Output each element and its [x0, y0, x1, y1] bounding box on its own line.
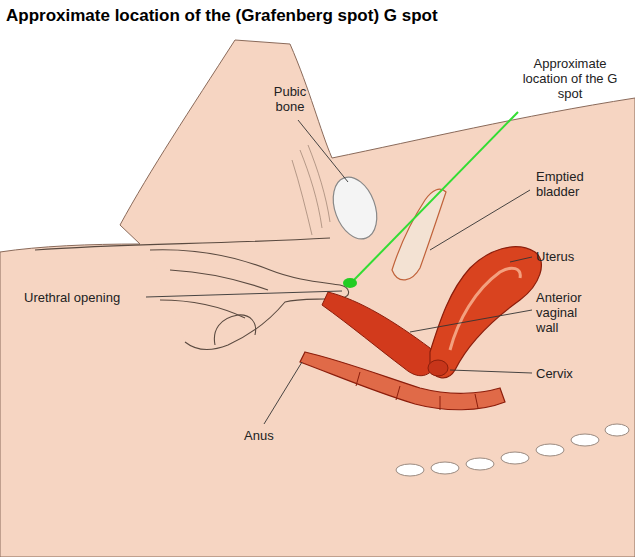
- uterus-cavity: [450, 268, 520, 350]
- rectum: [300, 352, 505, 410]
- g-spot-dot: [343, 278, 357, 288]
- part-label-slot: Pubic bone: [262, 84, 318, 114]
- part-label: Approximate location of the G spot: [520, 56, 620, 101]
- rectum-folds: [356, 372, 478, 410]
- cervix: [428, 360, 448, 376]
- thumb: [214, 315, 255, 345]
- g-spot-leader: [352, 112, 518, 282]
- part-label: Pubic bone: [262, 84, 318, 114]
- leader-lines: [146, 120, 532, 424]
- part-label: Emptied bladder: [536, 169, 598, 199]
- thigh-line: [35, 238, 330, 250]
- pubic-hair: [292, 145, 330, 235]
- pubic-bone: [325, 171, 384, 245]
- part-label-slot: Cervix: [536, 366, 573, 381]
- part-label: Urethral opening: [24, 290, 120, 305]
- hand: [150, 250, 349, 350]
- part-label-slot: Urethral opening: [24, 290, 120, 305]
- part-label: Anterior vaginal wall: [536, 290, 596, 335]
- part-label: Uterus: [536, 249, 574, 264]
- part-label-slot: Anterior vaginal wall: [536, 290, 596, 335]
- part-label-slot: Approximate location of the G spot: [520, 56, 620, 101]
- diagram-title-slot: Approximate location of the (Grafenberg …: [6, 6, 438, 26]
- diagram-title: Approximate location of the (Grafenberg …: [6, 6, 438, 26]
- part-label: Cervix: [536, 366, 573, 381]
- spine: [396, 424, 629, 476]
- body-outline: [0, 40, 635, 557]
- part-label-slot: Emptied bladder: [536, 169, 598, 199]
- part-label-slot: Anus: [244, 428, 274, 443]
- bladder: [392, 189, 446, 280]
- part-label-slot: Uterus: [536, 249, 574, 264]
- uterus: [430, 247, 541, 378]
- part-label: Anus: [244, 428, 274, 443]
